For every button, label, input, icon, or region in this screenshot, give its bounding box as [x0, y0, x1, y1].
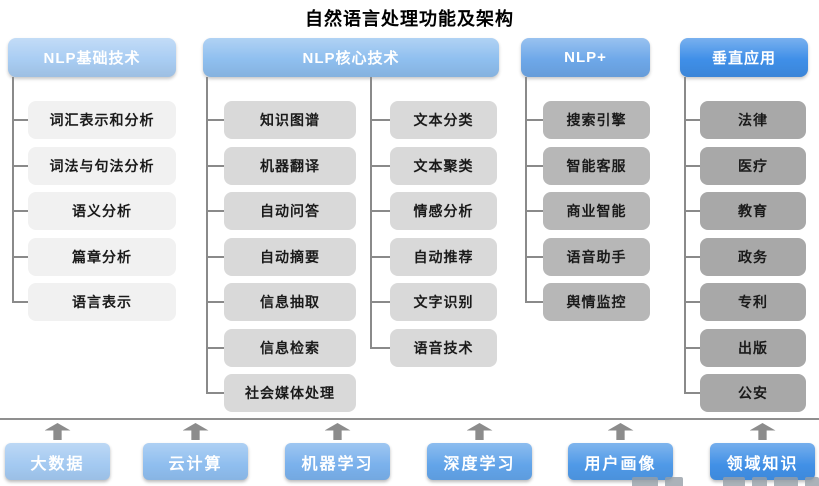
connector-stub	[525, 119, 543, 121]
column-header: 垂直应用	[680, 38, 808, 77]
connector-stub	[684, 392, 700, 394]
connector-stub	[684, 346, 700, 349]
tree-item: 自动摘要	[224, 237, 356, 276]
column-header: NLP基础技术	[8, 38, 176, 77]
connector-vline	[684, 77, 686, 393]
tree-item: 专利	[700, 283, 806, 321]
connector-vline	[525, 77, 527, 302]
tree-item: 自动问答	[224, 192, 356, 230]
tree-item: 信息抽取	[224, 283, 356, 321]
foundation-box: 机器学习	[285, 443, 390, 480]
connector-stub	[206, 119, 224, 121]
connector-stub	[206, 346, 224, 349]
tree-item: 社会媒体处理	[224, 374, 356, 412]
tree-item: 知识图谱	[224, 101, 356, 139]
up-arrow-icon	[182, 423, 209, 440]
up-arrow-icon	[466, 423, 493, 440]
connector-stub	[370, 255, 390, 258]
connector-stub	[370, 119, 390, 121]
tree-item: 篇章分析	[28, 237, 176, 276]
tree-item: 文本聚类	[390, 146, 497, 185]
up-arrow-icon	[607, 423, 634, 440]
connector-stub	[684, 255, 700, 258]
tree-item: 语音技术	[390, 328, 497, 367]
connector-stub	[684, 119, 700, 121]
connector-stub	[12, 164, 28, 167]
connector-stub	[684, 210, 700, 212]
tree-item: 智能客服	[543, 146, 650, 185]
tree-item: 出版	[700, 328, 806, 367]
foundation-box: 深度学习	[427, 443, 532, 480]
tree-item: 信息检索	[224, 328, 356, 367]
connector-vline	[206, 77, 208, 393]
connector-stub	[206, 255, 224, 258]
connector-stub	[370, 164, 390, 167]
connector-stub	[525, 301, 543, 303]
tree-item: 自动推荐	[390, 237, 497, 276]
connector-stub	[684, 301, 700, 303]
foundation-box: 用户画像	[568, 443, 673, 480]
foundation-box: 领域知识	[710, 443, 815, 480]
tree-item: 词法与句法分析	[28, 146, 176, 185]
tree-item: 教育	[700, 192, 806, 230]
connector-stub	[206, 392, 224, 394]
up-arrow-icon	[44, 423, 71, 440]
tree-item: 商业智能	[543, 192, 650, 230]
tree-item: 公安	[700, 374, 806, 412]
tree-item: 语音助手	[543, 237, 650, 276]
connector-stub	[206, 210, 224, 212]
up-arrow-icon	[749, 423, 776, 440]
diagram-title: 自然语言处理功能及架构	[305, 9, 514, 29]
tree-item: 机器翻译	[224, 146, 356, 185]
tree-item: 搜索引擎	[543, 101, 650, 139]
column-header: NLP核心技术	[203, 38, 499, 77]
connector-stub	[370, 346, 390, 349]
connector-stub	[525, 210, 543, 212]
foundation-box: 云计算	[143, 443, 248, 480]
connector-stub	[12, 255, 28, 258]
connector-vline	[12, 77, 14, 302]
column-header: NLP+	[521, 38, 650, 77]
connector-stub	[370, 301, 390, 303]
tree-item: 语言表示	[28, 283, 176, 321]
watermark-fragment	[632, 477, 819, 486]
tree-item: 词汇表示和分析	[28, 101, 176, 139]
connector-stub	[12, 210, 28, 212]
tree-item: 语义分析	[28, 192, 176, 230]
connector-vline	[370, 77, 372, 348]
tree-item: 政务	[700, 237, 806, 276]
separator-line	[0, 418, 819, 420]
connector-stub	[370, 210, 390, 212]
tree-item: 文本分类	[390, 101, 497, 139]
up-arrow-icon	[324, 423, 351, 440]
tree-item: 文字识别	[390, 283, 497, 321]
connector-stub	[206, 164, 224, 167]
connector-stub	[525, 255, 543, 258]
tree-item: 医疗	[700, 146, 806, 185]
foundation-box: 大数据	[5, 443, 110, 480]
connector-stub	[12, 119, 28, 121]
connector-stub	[525, 164, 543, 167]
connector-stub	[206, 301, 224, 303]
tree-item: 法律	[700, 101, 806, 139]
tree-item: 情感分析	[390, 192, 497, 230]
connector-stub	[684, 164, 700, 167]
tree-item: 舆情监控	[543, 283, 650, 321]
connector-stub	[12, 301, 28, 303]
